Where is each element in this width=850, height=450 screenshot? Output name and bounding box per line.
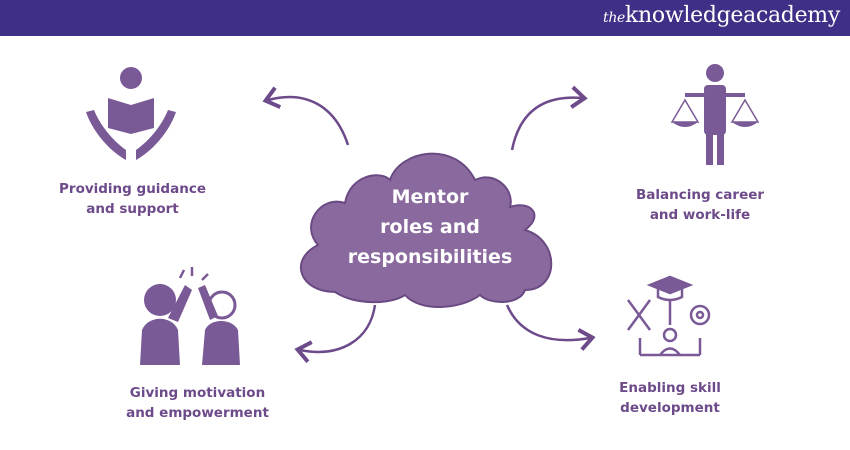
arrow-to-skill (505, 304, 596, 351)
brand-logo: theknowledgeacademy (603, 3, 840, 28)
center-cloud (300, 152, 553, 308)
high-five-icon (140, 267, 240, 365)
person-scales-icon (670, 64, 760, 165)
arrow-to-balance (510, 85, 588, 151)
arrow-to-guidance (262, 86, 350, 146)
header-bar: theknowledgeacademy (0, 0, 850, 36)
arrow-to-motivation (294, 304, 377, 364)
center-title: Mentor roles and responsibilities (347, 186, 513, 268)
reading-person-hands-icon (86, 67, 176, 160)
skill-growth-icon (626, 275, 711, 357)
